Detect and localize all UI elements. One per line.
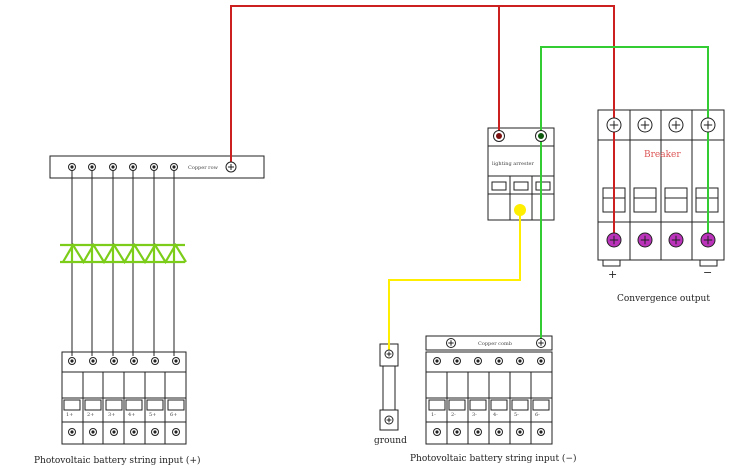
plus-terminal-label: +	[608, 268, 618, 281]
switch-bottom-terminal	[172, 428, 180, 436]
breaker-bottom-screw	[668, 232, 684, 248]
positive-output-wire	[230, 5, 615, 240]
switch-top-terminal	[474, 357, 482, 365]
convergence-output-label: Convergence output	[617, 294, 710, 304]
switch-toggle	[105, 399, 123, 411]
ground-label: ground	[374, 436, 407, 446]
copper-comb-label: Copper comb	[478, 341, 512, 347]
lightning-arrester-label: lighting arrester	[492, 161, 534, 167]
breaker-top-screw	[606, 117, 622, 133]
switch-label: 2+	[87, 412, 94, 418]
switch-toggle	[448, 399, 466, 411]
switch-top-terminal	[537, 357, 545, 365]
switch-bottom-terminal	[537, 428, 545, 436]
copper-row-output-screw	[225, 161, 237, 173]
breaker-bottom-screw	[637, 232, 653, 248]
switch-bottom-terminal	[495, 428, 503, 436]
breaker-bottom-screw	[606, 232, 622, 248]
switch-top-terminal	[151, 357, 159, 365]
breaker-top-screw	[637, 117, 653, 133]
switch-top-terminal	[453, 357, 461, 365]
switch-top-terminal	[495, 357, 503, 365]
switch-bottom-terminal	[474, 428, 482, 436]
switch-bottom-terminal	[89, 428, 97, 436]
switch-top-terminal	[516, 357, 524, 365]
copper-row-label: Copper row	[188, 165, 219, 171]
arrester-ground-point	[514, 204, 526, 216]
switch-label: 5+	[149, 412, 156, 418]
breaker-bottom-screw	[700, 232, 716, 248]
copper-row-terminal	[170, 163, 178, 171]
switch-label: 3+	[108, 412, 115, 418]
switch-bottom-terminal	[516, 428, 524, 436]
breaker-top-screw	[700, 117, 716, 133]
switch-label: 6+	[170, 412, 177, 418]
negative-output-wire	[540, 46, 709, 240]
arrester-negative-terminal	[535, 130, 547, 142]
switch-label: 6-	[535, 412, 540, 418]
switch-bottom-terminal	[68, 428, 76, 436]
switch-label: 1+	[66, 412, 73, 418]
arrester-positive-terminal	[493, 130, 505, 142]
switch-top-terminal	[89, 357, 97, 365]
pv-input-negative-label: Photovoltaic battery string input (−)	[410, 454, 577, 464]
ground-bottom-screw	[384, 415, 394, 425]
switch-toggle	[84, 399, 102, 411]
copper-comb-screw	[536, 338, 546, 348]
switch-toggle	[125, 399, 143, 411]
switch-bottom-terminal	[151, 428, 159, 436]
minus-terminal-label: −	[703, 266, 713, 279]
switch-toggle	[490, 399, 508, 411]
switch-top-terminal	[110, 357, 118, 365]
switch-top-terminal	[130, 357, 138, 365]
switch-label: 3-	[472, 412, 477, 418]
switch-toggle	[532, 399, 550, 411]
switch-toggle	[511, 399, 529, 411]
switch-toggle	[63, 399, 81, 411]
ground-top-screw	[384, 349, 394, 359]
switch-bottom-terminal	[433, 428, 441, 436]
switch-toggle	[469, 399, 487, 411]
switch-bottom-terminal	[110, 428, 118, 436]
copper-row-terminal	[150, 163, 158, 171]
copper-comb-screw	[446, 338, 456, 348]
copper-row-terminal	[109, 163, 117, 171]
pv-input-positive-label: Photovoltaic battery string input (+)	[34, 456, 201, 466]
copper-row-terminal	[88, 163, 96, 171]
convergence-breaker	[597, 109, 725, 267]
switch-label: 1-	[431, 412, 436, 418]
switch-label: 4-	[493, 412, 498, 418]
switch-bottom-terminal	[453, 428, 461, 436]
switch-top-terminal	[172, 357, 180, 365]
switch-top-terminal	[68, 357, 76, 365]
switch-toggle	[146, 399, 164, 411]
ground-wire	[388, 210, 521, 352]
switch-top-terminal	[433, 357, 441, 365]
breaker-label: Breaker	[644, 150, 681, 160]
lightning-arrester	[487, 127, 555, 221]
switch-toggle	[428, 399, 446, 411]
switch-toggle	[167, 399, 185, 411]
copper-row-terminal	[68, 163, 76, 171]
switch-bottom-terminal	[130, 428, 138, 436]
breaker-top-screw	[668, 117, 684, 133]
switch-label: 4+	[128, 412, 135, 418]
switch-label: 5-	[514, 412, 519, 418]
switch-label: 2-	[451, 412, 456, 418]
copper-row-terminal	[129, 163, 137, 171]
fuse-row	[60, 242, 187, 265]
